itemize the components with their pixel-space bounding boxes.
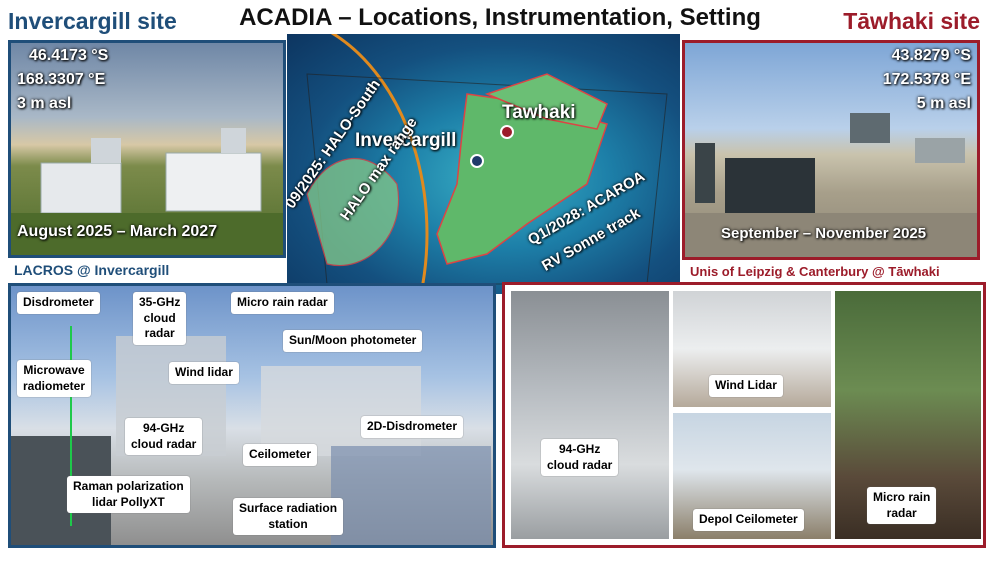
label-disdrometer: Disdrometer — [17, 292, 100, 314]
map-label-tawhaki: Tawhaki — [502, 102, 576, 123]
invercargill-site-heading: Invercargill site — [8, 8, 177, 34]
tawhaki-altitude: 5 m asl — [916, 95, 971, 112]
photo-depol-ceilometer: Depol Ceilometer — [673, 413, 831, 539]
label-micro-rain-radar: Micro rain radar — [231, 292, 334, 314]
lacros-caption: LACROS @ Invercargill — [14, 262, 170, 278]
invercargill-altitude: 3 m asl — [17, 95, 72, 112]
map-graphic — [306, 34, 668, 294]
label-unis-depol-ceilometer: Depol Ceilometer — [693, 509, 804, 531]
label-2d-disdrometer: 2D-Disdrometer — [361, 416, 464, 438]
new-zealand-map: Invercargill Tawhaki 09/2025: HALO-South… — [287, 34, 680, 294]
invercargill-period: August 2025 – March 2027 — [17, 223, 218, 240]
tawhaki-sign-illustration — [685, 113, 977, 257]
invercargill-longitude: 168.3307 °E — [17, 71, 106, 88]
tawhaki-period: September – November 2025 — [721, 225, 927, 242]
tawhaki-site-photo: 43.8279 °S 172.5378 °E 5 m asl September… — [682, 40, 980, 260]
invercargill-site-photo: 46.4173 °S 168.3307 °E 3 m asl August 20… — [8, 40, 286, 258]
label-wind-lidar: Wind lidar — [169, 362, 239, 384]
photo-wind-lidar: Wind Lidar — [673, 291, 831, 407]
invercargill-latitude: 46.4173 °S — [29, 47, 109, 64]
label-sun-moon-photometer: Sun/Moon photometer — [283, 330, 423, 352]
tawhaki-longitude: 172.5378 °E — [882, 71, 971, 88]
map-label-invercargill: Invercargill — [355, 130, 457, 151]
container-illustration — [11, 128, 283, 255]
label-ceilometer: Ceilometer — [243, 444, 318, 466]
label-unis-wind-lidar: Wind Lidar — [709, 375, 783, 397]
page-title: ACADIA – Locations, Instrumentation, Set… — [239, 4, 761, 31]
lacros-illustration — [11, 326, 491, 545]
tawhaki-site-heading: Tāwhaki site — [843, 8, 980, 34]
tawhaki-latitude: 43.8279 °S — [891, 47, 971, 64]
unis-caption: Unis of Leipzig & Canterbury @ Tāwhaki — [690, 264, 940, 279]
